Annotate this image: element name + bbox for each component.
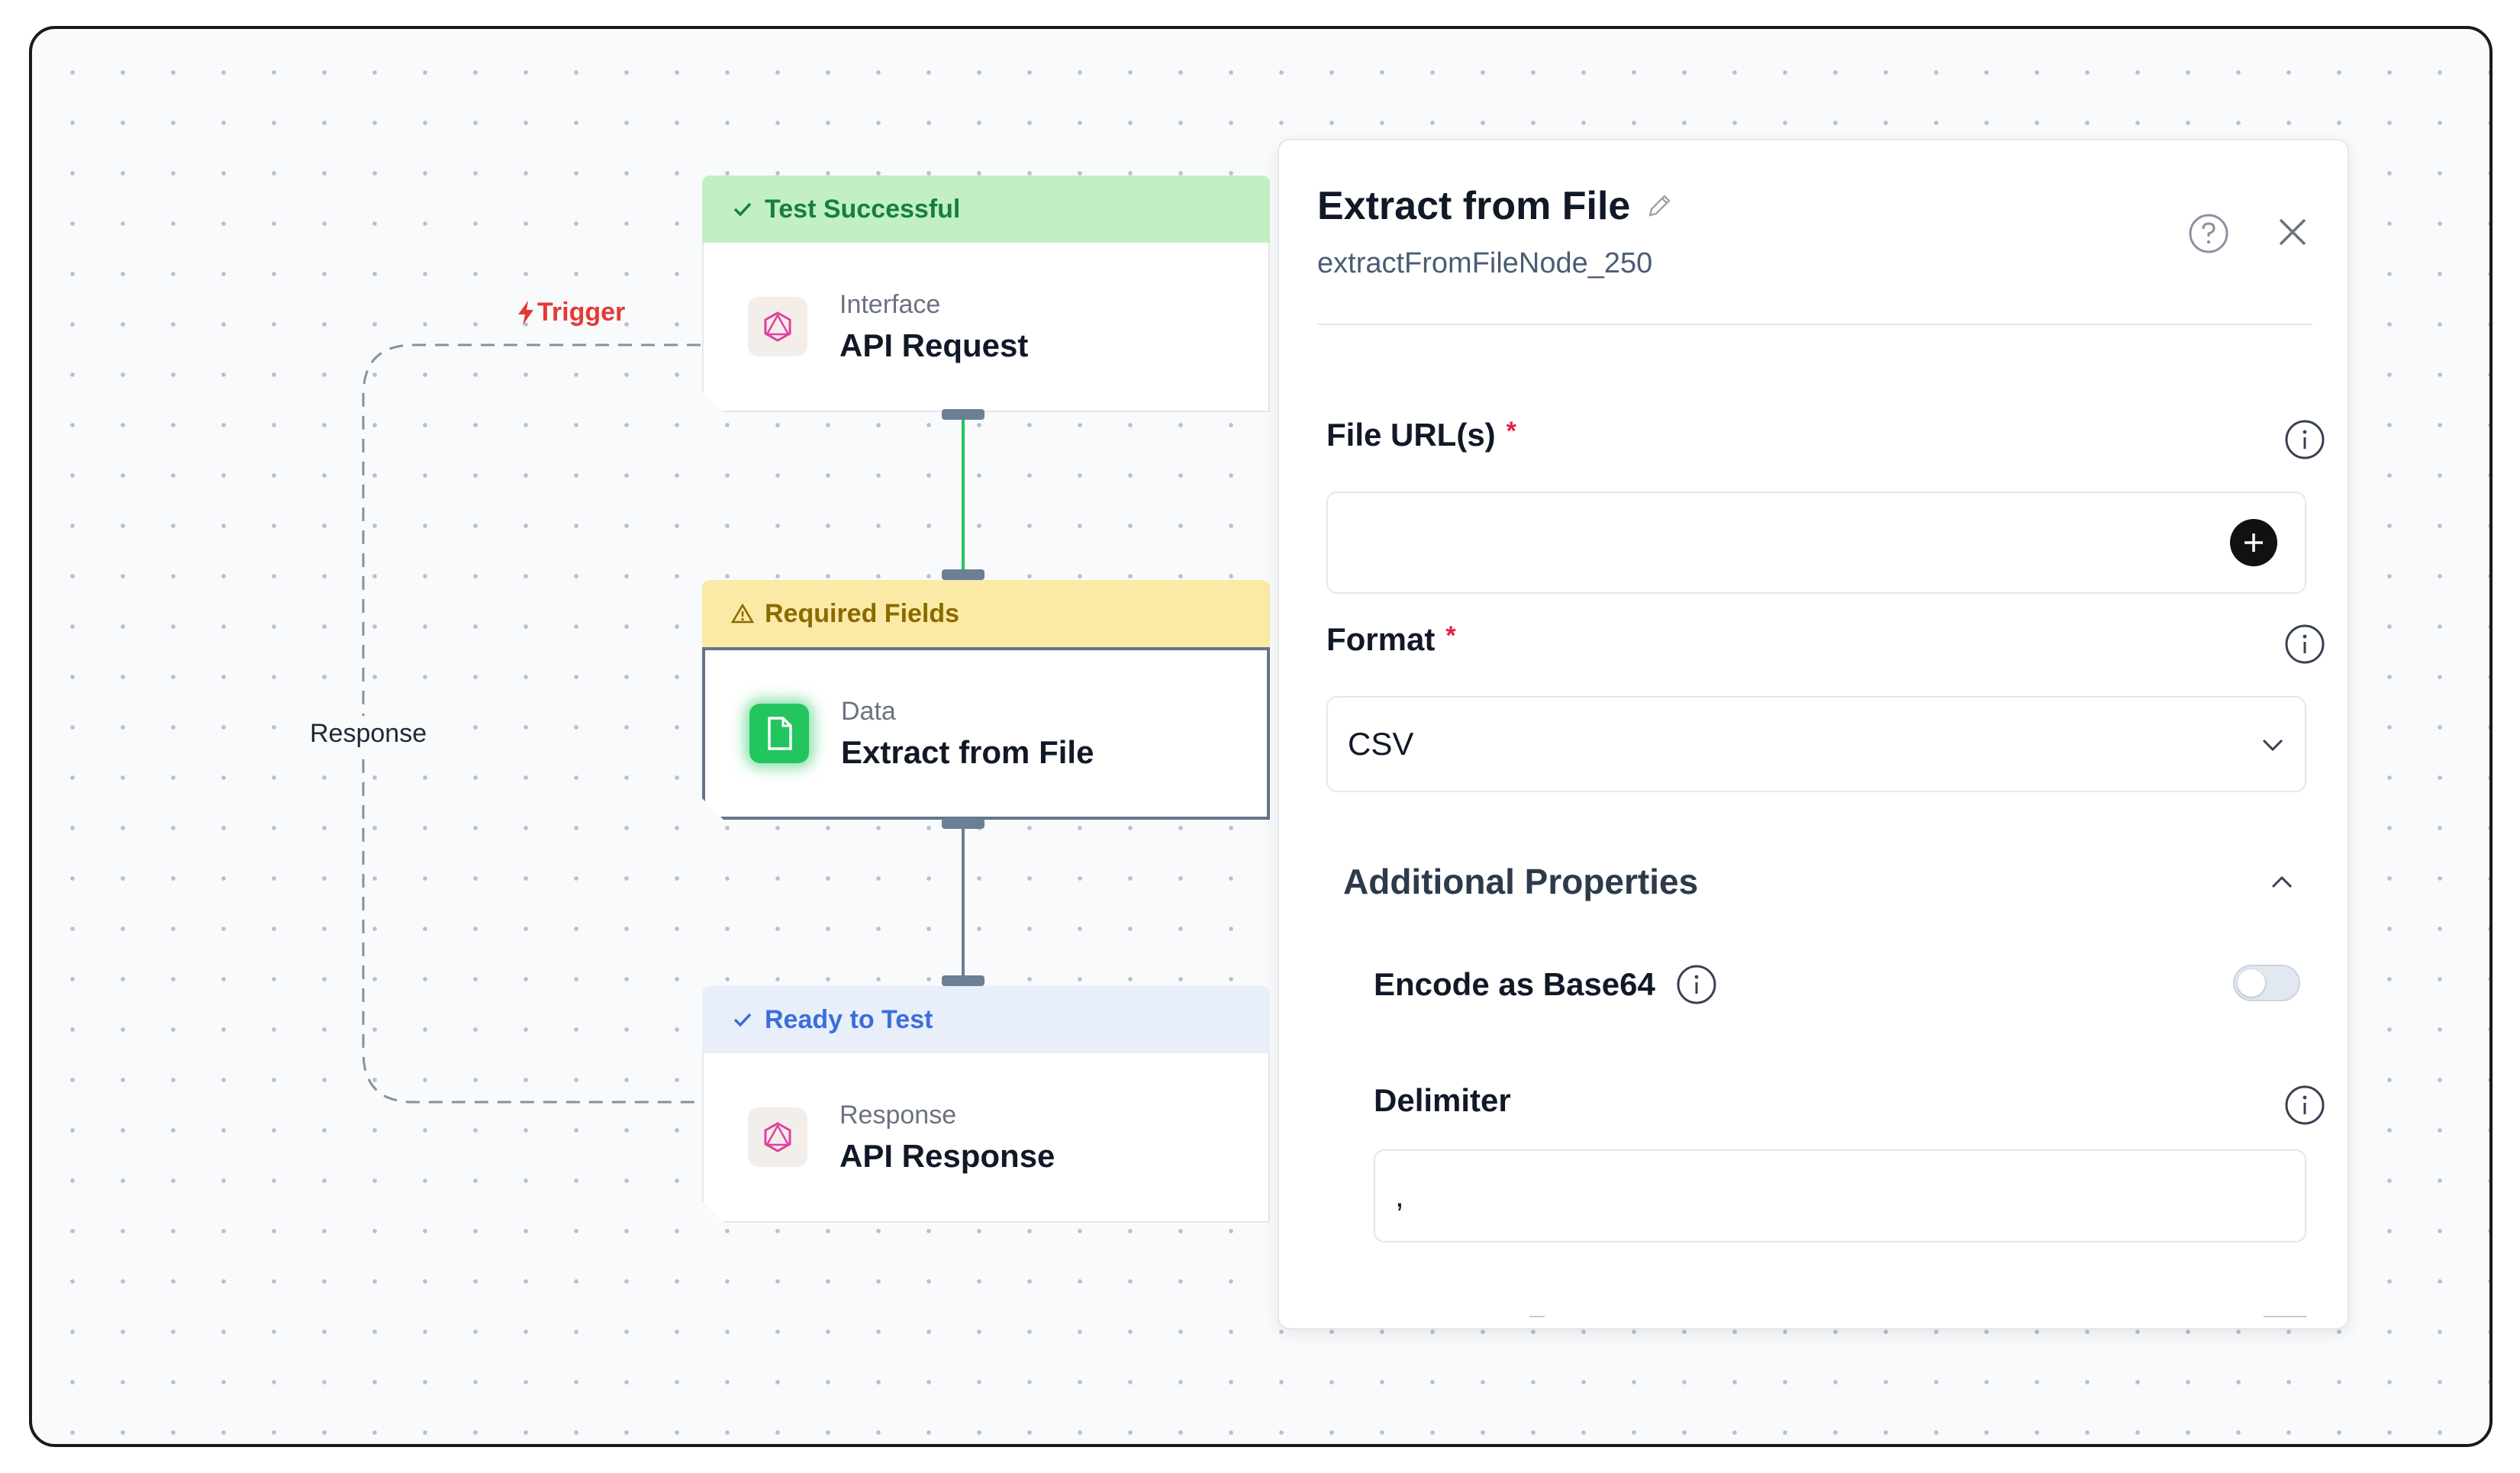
additional-properties-title[interactable]: Additional Properties — [1343, 862, 1699, 901]
chevron-up-icon[interactable] — [2267, 867, 2297, 898]
node-title: API Request — [839, 327, 1029, 363]
node-output-handle[interactable] — [942, 409, 984, 420]
info-icon[interactable] — [1675, 963, 1718, 1006]
toggle-knob — [2238, 969, 2265, 997]
required-marker: * — [1445, 621, 1456, 650]
add-file-url-button[interactable] — [2230, 519, 2277, 566]
trigger-edge-label: Trigger — [516, 298, 625, 327]
node-status-banner: Test Successful — [702, 176, 1270, 243]
node-settings-panel: Extract from File extractFromFileNode_25… — [1278, 139, 2349, 1330]
info-icon[interactable] — [2283, 623, 2326, 666]
info-icon[interactable] — [2283, 418, 2326, 461]
graphql-icon — [748, 1107, 807, 1167]
node-kind: Data — [841, 696, 896, 726]
bolt-icon — [518, 300, 533, 325]
help-icon[interactable] — [2187, 212, 2230, 255]
node-status-banner: Ready to Test — [702, 986, 1270, 1053]
node-api-response[interactable]: Ready to Test Response API Response — [702, 986, 1270, 1223]
node-body[interactable]: Interface API Request — [702, 243, 1270, 412]
node-id-label: extractFromFileNode_250 — [1317, 247, 1653, 279]
info-icon[interactable] — [2283, 1084, 2326, 1127]
node-title: Extract from File — [841, 733, 1094, 770]
node-body[interactable]: Response API Response — [702, 1053, 1270, 1223]
format-label: Format * — [1326, 621, 1456, 657]
file-urls-label: File URL(s) * — [1326, 417, 1516, 453]
encode-base64-toggle[interactable] — [2233, 965, 2300, 1001]
node-api-request[interactable]: Test Successful Interface API Request — [702, 176, 1270, 412]
check-icon — [733, 1013, 752, 1027]
node-input-handle[interactable] — [942, 569, 984, 580]
response-edge-label: Response — [304, 716, 433, 752]
file-icon — [749, 704, 809, 763]
next-field-peek — [1374, 1316, 2306, 1317]
graphql-icon — [748, 297, 807, 356]
node-title: API Response — [839, 1137, 1055, 1174]
delimiter-label: Delimiter — [1374, 1082, 1511, 1118]
chevron-down-icon[interactable] — [2257, 730, 2288, 760]
panel-divider — [1317, 324, 2312, 325]
node-output-handle[interactable] — [942, 818, 984, 829]
format-select[interactable]: CSV — [1326, 696, 2306, 792]
node-body[interactable]: Data Extract from File — [702, 647, 1270, 820]
warning-icon — [731, 603, 754, 624]
plus-icon — [2244, 533, 2263, 552]
edit-pencil-icon[interactable] — [1644, 191, 1674, 221]
panel-title: Extract from File — [1317, 183, 1674, 229]
encode-base64-label: Encode as Base64 — [1374, 963, 1718, 1006]
required-marker: * — [1506, 417, 1516, 446]
workflow-canvas[interactable]: Trigger Response Test Successful Interfa… — [29, 26, 2493, 1447]
close-icon[interactable] — [2271, 211, 2314, 253]
node-kind: Response — [839, 1100, 957, 1130]
file-urls-input[interactable] — [1326, 492, 2306, 594]
node-input-handle[interactable] — [942, 975, 984, 986]
node-extract-from-file[interactable]: Required Fields Data Extract from File — [702, 580, 1270, 820]
node-kind: Interface — [839, 289, 941, 319]
node-status-banner: Required Fields — [702, 580, 1270, 647]
check-icon — [733, 202, 752, 217]
delimiter-input[interactable]: , — [1374, 1149, 2306, 1243]
